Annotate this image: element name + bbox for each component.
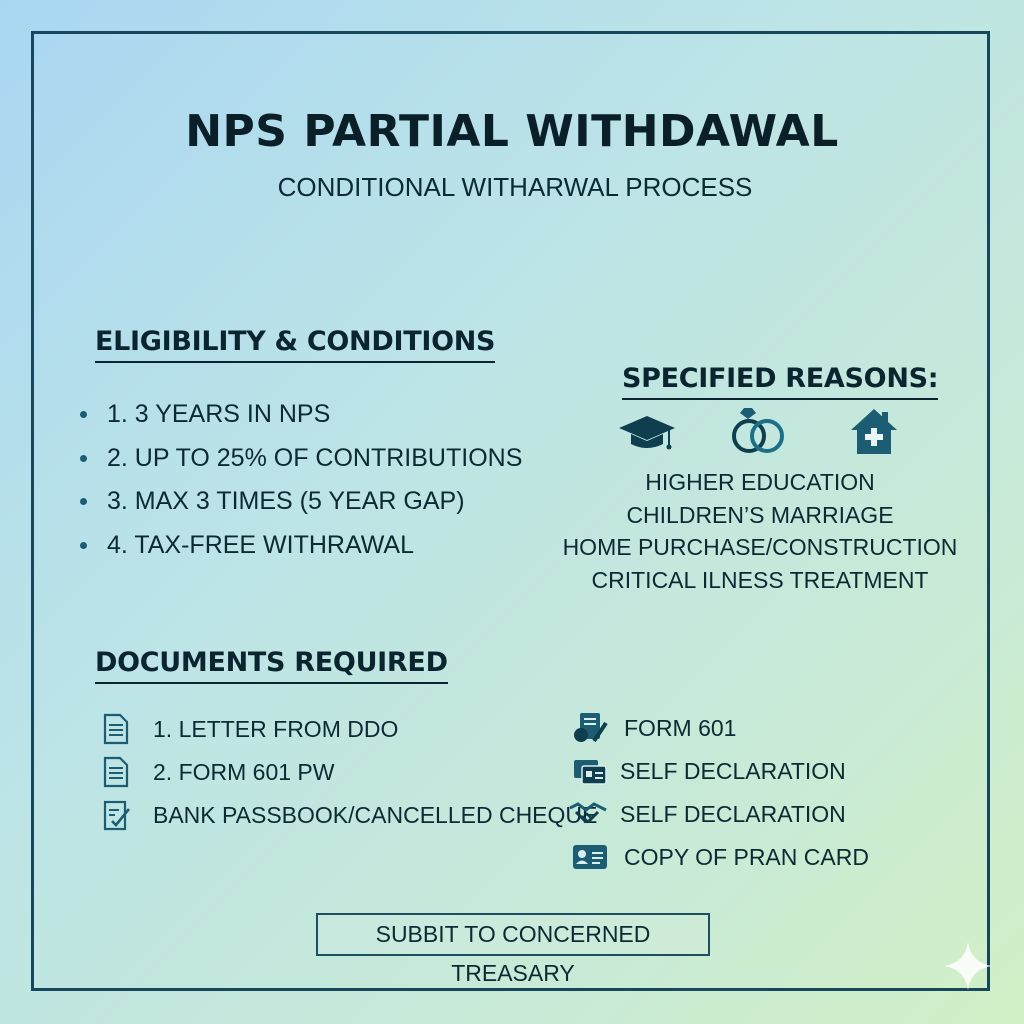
document-item: BANK PASSBOOK/CANCELLED CHEQUE — [103, 799, 597, 831]
submit-treasury-button[interactable]: SUBBIT TO CONCERNED TREASARY — [316, 913, 710, 986]
medical-home-icon — [851, 409, 897, 454]
document-item: 2. FORM 601 PW — [103, 756, 334, 788]
document-icon — [103, 713, 129, 745]
page-frame — [31, 31, 990, 991]
documents-heading: DOCUMENTS REQUIRED — [95, 647, 448, 684]
bullet-icon — [80, 498, 87, 506]
reason-item: HOME PURCHASE/CONSTRUCTION — [562, 534, 958, 560]
document-label: SELF DECLARATION — [620, 800, 846, 827]
graduation-cap-icon — [619, 416, 675, 450]
document-label: BANK PASSBOOK/CANCELLED CHEQUE — [153, 801, 598, 828]
reasons-icon-row — [615, 406, 905, 458]
document-label: 1. LETTER FROM DDO — [153, 715, 399, 742]
list-item: 2. UP TO 25% OF CONTRIBUTIONS — [80, 437, 522, 481]
document-label: FORM 601 — [624, 714, 737, 741]
eligibility-item-label: 2. UP TO 25% OF CONTRIBUTIONS — [107, 443, 523, 472]
reason-item: HIGHER EDUCATION — [645, 469, 875, 495]
eligibility-heading: ELIGIBILITY & CONDITIONS — [95, 326, 495, 363]
document-item: COPY OF PRAN CARD — [572, 843, 869, 871]
id-cards-icon — [574, 760, 607, 785]
eligibility-item-label: 3. MAX 3 TIMES (5 YEAR GAP) — [107, 487, 465, 516]
bullet-icon — [80, 541, 87, 549]
document-item: FORM 601 — [572, 711, 736, 745]
list-item: 1. 3 YEARS IN NPS — [80, 393, 522, 437]
checklist-icon — [103, 800, 131, 831]
bullet-icon — [80, 411, 87, 419]
eligibility-item-label: 1. 3 YEARS IN NPS — [107, 400, 331, 429]
handshake-icon — [569, 802, 607, 823]
document-icon — [103, 756, 129, 788]
list-item: 3. MAX 3 TIMES (5 YEAR GAP) — [80, 480, 522, 524]
document-item: SELF DECLARATION — [572, 756, 846, 786]
sparkle-icon — [944, 942, 992, 990]
page-title: NPS PARTIAL WITHDAWAL — [185, 106, 839, 157]
reasons-list: HIGHER EDUCATION CHILDREN’S MARRIAGE HOM… — [560, 466, 960, 596]
document-label: COPY OF PRAN CARD — [624, 843, 869, 870]
wedding-rings-icon — [732, 408, 784, 453]
document-item: 1. LETTER FROM DDO — [103, 713, 398, 745]
bullet-icon — [80, 454, 87, 462]
form-sign-icon — [574, 713, 608, 743]
page-subtitle: CONDITIONAL WITHARWAL PROCESS — [277, 172, 753, 202]
eligibility-list: 1. 3 YEARS IN NPS 2. UP TO 25% OF CONTRI… — [80, 393, 522, 567]
id-card-icon — [573, 845, 607, 869]
document-item: SELF DECLARATION — [568, 800, 846, 828]
reason-item: CRITICAL ILNESS TREATMENT — [591, 566, 929, 593]
reason-item: CHILDREN’S MARRIAGE — [626, 501, 894, 528]
reasons-heading: SPECIFIED REASONS: — [622, 363, 939, 400]
document-label: SELF DECLARATION — [620, 757, 846, 784]
eligibility-item-label: 4. TAX-FREE WITHRAWAL — [107, 530, 414, 559]
document-label: 2. FORM 601 PW — [153, 758, 335, 785]
list-item: 4. TAX-FREE WITHRAWAL — [80, 524, 522, 568]
